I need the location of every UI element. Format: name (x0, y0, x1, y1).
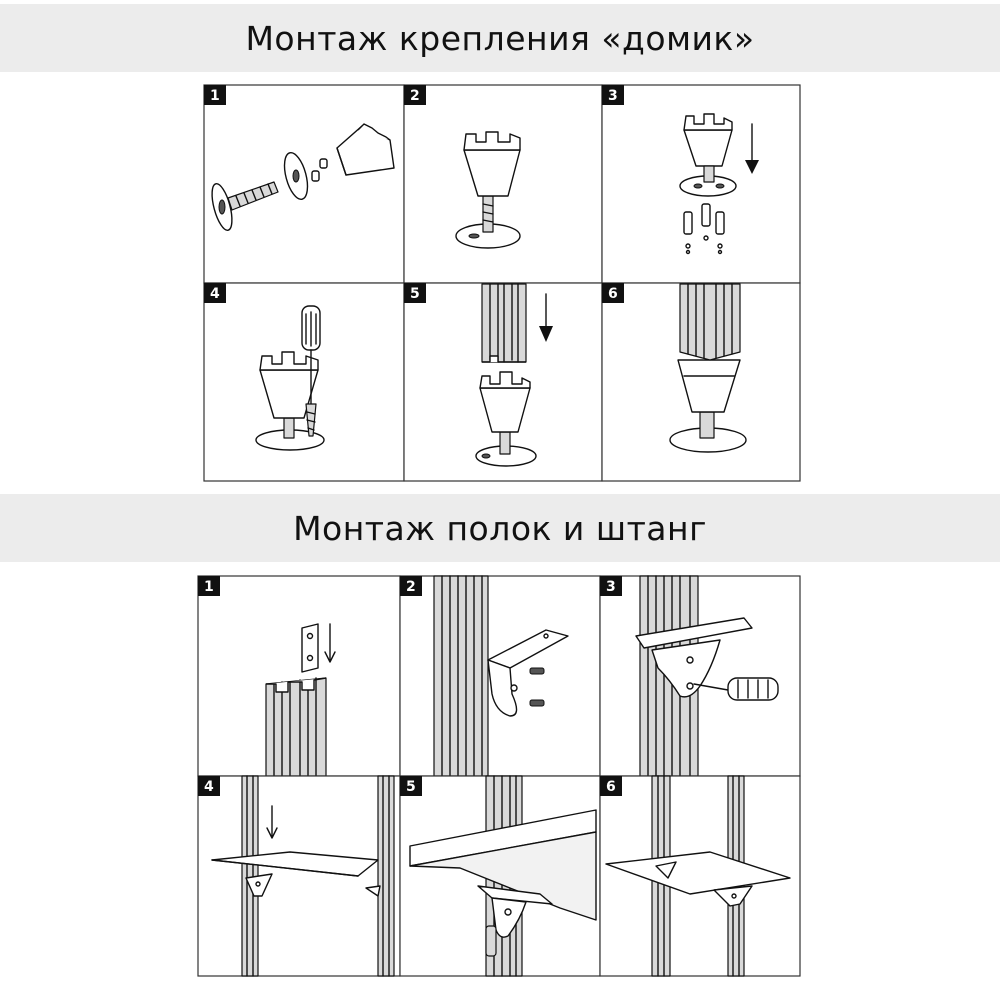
screwdriver-illustration (693, 677, 779, 701)
step-2-1-panel: 1 (197, 575, 401, 777)
section-2-header: Монтаж полок и штанг (0, 494, 1000, 562)
step-2-4-panel: 4 (197, 775, 401, 977)
screws-illustration (529, 667, 545, 707)
step-1-2-panel: 2 (403, 84, 603, 284)
section-1-header: Монтаж крепления «домик» (0, 4, 1000, 72)
step-1-6-panel: 6 (601, 282, 801, 482)
step-1-1-number: 1 (210, 88, 220, 104)
step-1-1-panel: 1 (203, 84, 405, 284)
upright-top-with-plate-illustration (265, 623, 327, 777)
uprights-illustration (241, 775, 395, 977)
shelf-bracket-illustration (635, 617, 753, 698)
anchor-screws-illustration (679, 113, 737, 255)
shelf-bracket-illustration (245, 873, 381, 897)
foot-receiving-upright-illustration (475, 371, 537, 467)
shelf-bracket-illustration (655, 861, 753, 907)
shelf-board-illustration (605, 851, 791, 895)
step-1-3-panel: 3 (601, 84, 801, 284)
section-2-title: Монтаж полок и штанг (293, 508, 707, 548)
down-arrow-icon (324, 623, 336, 663)
step-2-2-panel: 2 (399, 575, 601, 777)
shelf-board-illustration (211, 851, 379, 877)
step-1-6-number: 6 (608, 286, 618, 302)
down-arrow-icon (539, 293, 553, 342)
step-1-4-panel: 4 (203, 282, 405, 482)
down-arrow-icon (266, 805, 278, 839)
down-arrow-icon (745, 123, 759, 174)
step-1-3-number: 3 (608, 88, 618, 104)
shelf-board-illustration (409, 809, 597, 921)
shelf-bracket-illustration (487, 629, 569, 717)
assembled-foot-illustration (455, 131, 521, 249)
step-2-1-number: 1 (204, 579, 214, 595)
upright-profile-illustration (481, 283, 527, 363)
exploded-foot-parts-illustration (211, 123, 395, 231)
upright-profile-illustration (433, 575, 489, 777)
step-2-5-panel: 5 (399, 775, 601, 977)
step-2-5-number: 5 (406, 779, 416, 795)
step-1-2-number: 2 (410, 88, 420, 104)
step-1-5-panel: 5 (403, 282, 603, 482)
step-2-4-number: 4 (204, 779, 214, 795)
step-1-5-number: 5 (410, 286, 420, 302)
foot-with-screwdriver-illustration (255, 305, 325, 451)
assembled-upright-on-foot-illustration (669, 283, 747, 453)
step-1-4-number: 4 (210, 286, 220, 302)
step-2-6-number: 6 (606, 779, 616, 795)
step-2-3-panel: 3 (599, 575, 801, 777)
section-1-title: Монтаж крепления «домик» (245, 18, 755, 58)
step-2-6-panel: 6 (599, 775, 801, 977)
shelf-bracket-illustration (477, 885, 553, 957)
step-2-2-number: 2 (406, 579, 416, 595)
step-2-3-number: 3 (606, 579, 616, 595)
